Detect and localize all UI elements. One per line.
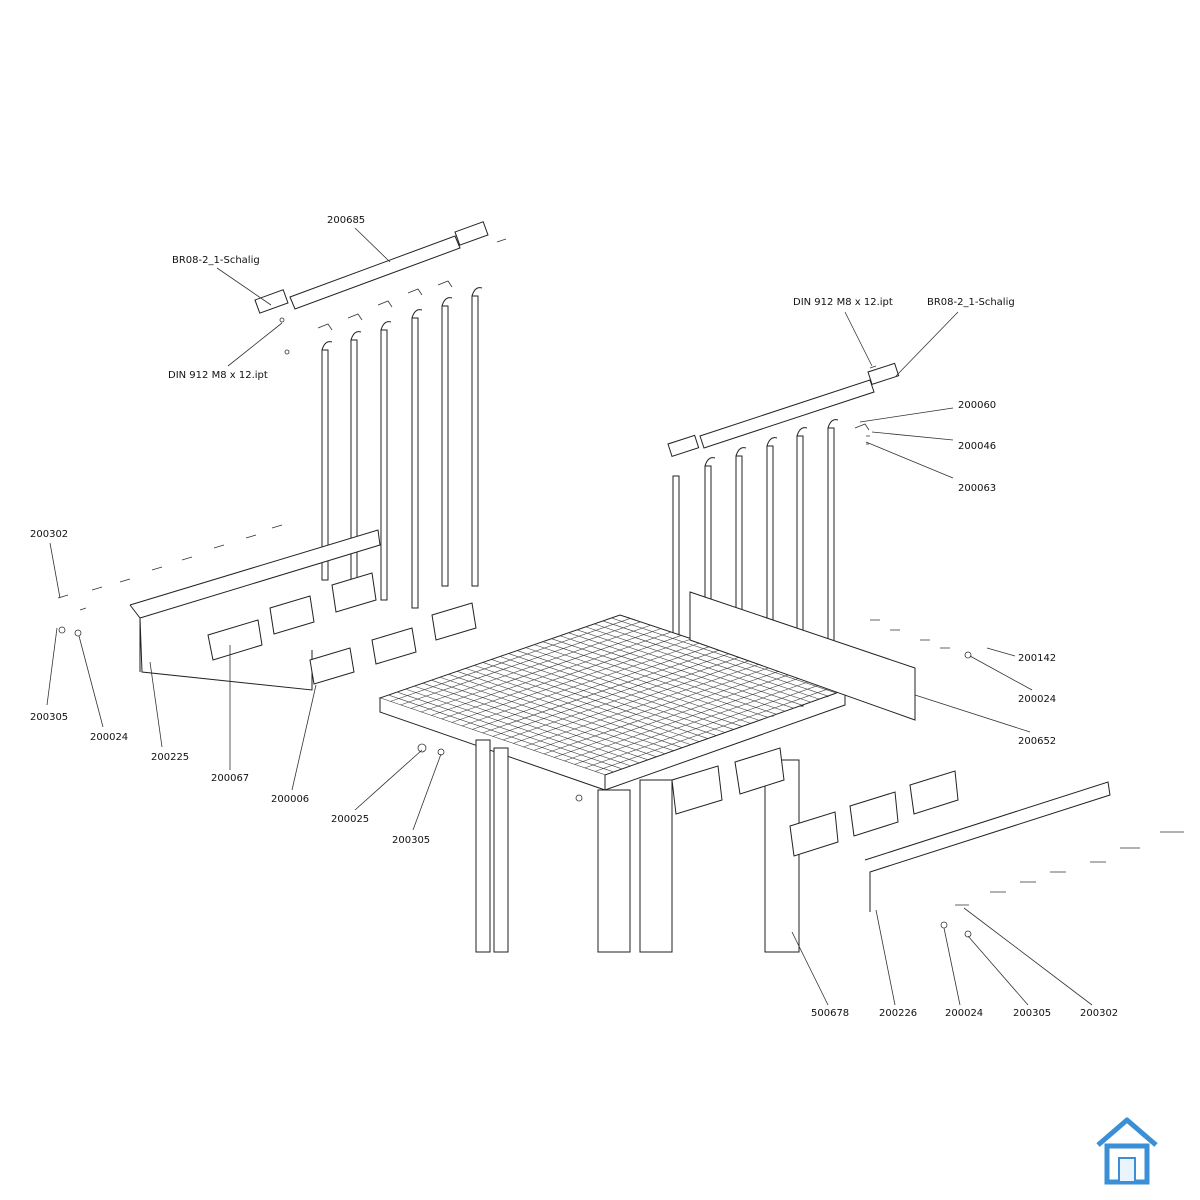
right-bolts	[417, 619, 1184, 938]
label-200060: 200060	[958, 400, 996, 411]
grating-bar	[512, 659, 754, 744]
part-labels: 200685 BR08-2_1-Schalig DIN 912 M8 x 12.…	[30, 215, 1118, 1019]
grating-bar	[420, 628, 662, 713]
label-200305-bottom: 200305	[1013, 1008, 1051, 1019]
left-bolts	[57, 524, 283, 637]
left-posts	[321, 287, 483, 609]
screw	[496, 238, 507, 243]
grating-bar	[461, 641, 702, 727]
label-200302-bottom: 200302	[1080, 1008, 1118, 1019]
label-200046: 200046	[958, 441, 996, 452]
house-icon	[1096, 1117, 1158, 1185]
grating-bar	[563, 676, 805, 762]
label-200302-left: 200302	[30, 529, 68, 540]
label-200063: 200063	[958, 483, 996, 494]
label-200025: 200025	[331, 814, 369, 825]
label-200226: 200226	[879, 1008, 917, 1019]
label-200305-mid: 200305	[392, 835, 430, 846]
rail-end-cap-left2	[667, 434, 700, 457]
label-200006: 200006	[271, 794, 309, 805]
grating-bar	[594, 686, 835, 772]
left-stringer-200225	[129, 529, 381, 691]
left-clamps	[279, 280, 453, 355]
grating-bar	[471, 645, 713, 730]
label-200142: 200142	[1018, 653, 1056, 664]
label-din-right: DIN 912 M8 x 12.ipt	[793, 297, 893, 308]
label-200024-right: 200024	[1018, 694, 1056, 705]
rail-end-cap-left	[254, 289, 289, 314]
label-200652: 200652	[1018, 736, 1056, 747]
label-br08-right: BR08-2_1-Schalig	[927, 297, 1015, 308]
label-200067: 200067	[211, 773, 249, 784]
right-brackets	[671, 747, 959, 857]
rail-tube-right	[699, 379, 875, 449]
grating-bar	[543, 669, 784, 755]
label-200685: 200685	[327, 215, 365, 226]
grating-bar	[482, 648, 723, 734]
label-200225: 200225	[151, 752, 189, 763]
grating-bar	[553, 672, 794, 758]
leader-lines	[46, 227, 1093, 1006]
grating-bar	[492, 652, 733, 737]
rail-end-cap-right2	[867, 362, 900, 385]
grating-bar	[451, 638, 692, 723]
label-500678: 500678	[811, 1008, 849, 1019]
small-clamp-parts	[854, 423, 870, 445]
label-200024-left: 200024	[90, 732, 128, 743]
right-stringer-200652	[689, 591, 916, 721]
rail-tube-200685	[289, 235, 461, 310]
left-brackets	[207, 572, 477, 685]
grating-bar	[431, 631, 672, 716]
label-din-top: DIN 912 M8 x 12.ipt	[168, 370, 268, 381]
right-stringer-200226	[864, 781, 1111, 912]
grating-bar	[410, 624, 651, 709]
screw-right	[869, 365, 877, 369]
grating-bar	[533, 665, 774, 751]
platform-grating	[378, 614, 847, 791]
grating-bar	[502, 655, 743, 741]
support-legs	[475, 739, 800, 953]
grating-bar	[390, 618, 631, 702]
rail-end-cap-right	[454, 221, 489, 246]
label-200305-left: 200305	[30, 712, 68, 723]
grating-bar	[574, 679, 815, 765]
label-br08-top: BR08-2_1-Schalig	[172, 255, 260, 266]
grating-bar	[523, 662, 764, 748]
label-200024-bottom: 200024	[945, 1008, 983, 1019]
grating-bar	[400, 621, 641, 706]
grating-bar	[441, 635, 682, 720]
left-handrail-assembly	[254, 221, 507, 609]
grating-bar	[584, 682, 825, 769]
